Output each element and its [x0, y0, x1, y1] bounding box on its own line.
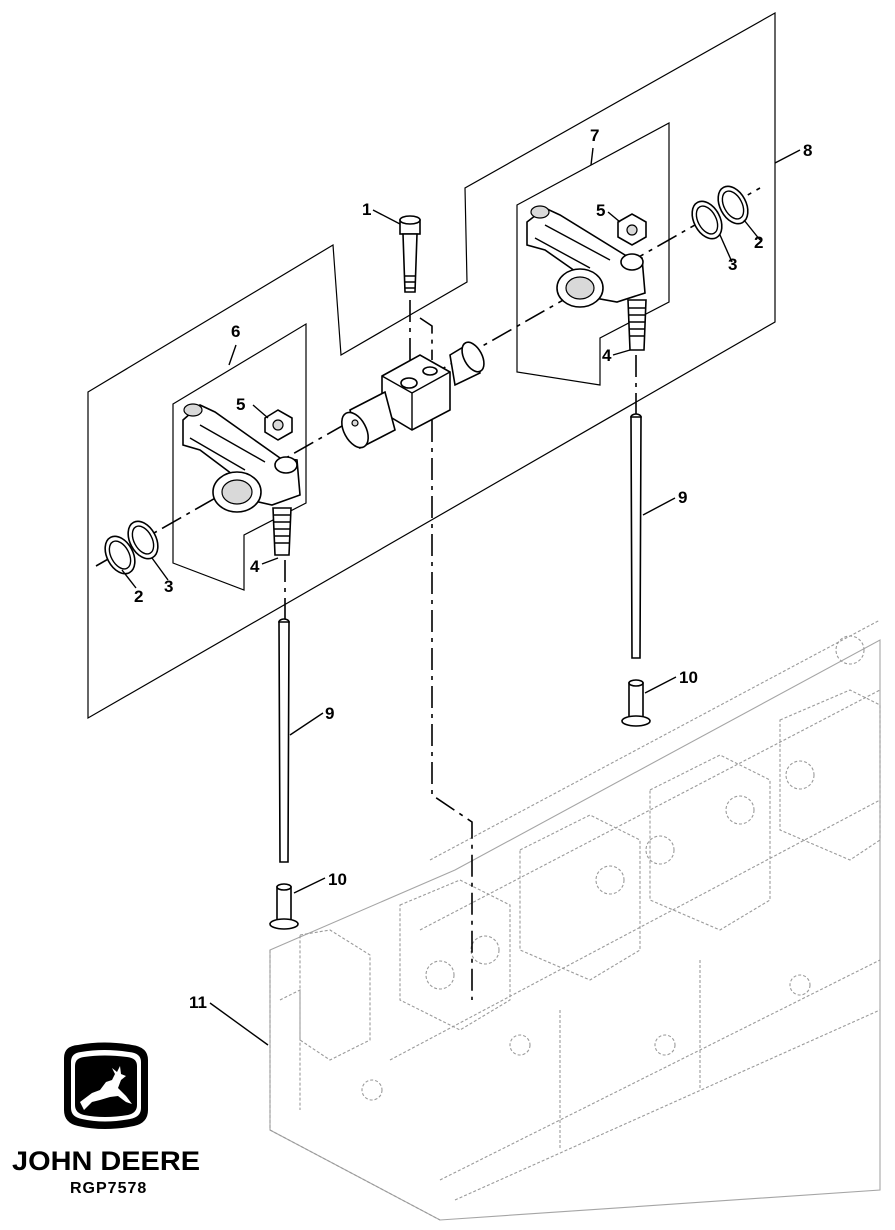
- mount-centerline: [431, 420, 473, 1000]
- callout-3-left: 3: [164, 577, 173, 596]
- callout-8: 8: [803, 141, 812, 160]
- callout-9-right: 9: [678, 488, 687, 507]
- callout-6: 6: [231, 322, 240, 341]
- adjusting-screw-right: [627, 299, 647, 351]
- pin-centerline: [419, 317, 433, 360]
- callout-9-left: 9: [325, 704, 334, 723]
- rocker-arm-frame-6: [172, 322, 307, 591]
- leader-lines: [121, 147, 801, 1046]
- figure-id: RGP7578: [70, 1180, 147, 1197]
- callout-labels: 1 2 2 3 3 4 4 5 5 6 7 8 9 9 10 10 11: [134, 126, 812, 1012]
- rocker-shaft-left: [341, 390, 396, 450]
- callout-7: 7: [590, 126, 599, 145]
- callout-10-left: 10: [328, 870, 347, 889]
- washers-left: [104, 520, 159, 575]
- adjusting-screw-left: [272, 507, 292, 556]
- callout-5-right: 5: [596, 201, 605, 220]
- bolt: [399, 215, 421, 293]
- callout-1: 1: [362, 200, 371, 219]
- adjusting-nut-left: [264, 409, 293, 441]
- callout-2-left: 2: [134, 587, 143, 606]
- rocker-arm-right: [526, 205, 646, 308]
- callout-2-right: 2: [754, 233, 763, 252]
- cam-follower-right: [621, 679, 651, 727]
- push-rod-right: [630, 413, 642, 659]
- adjusting-nut-right: [617, 213, 647, 246]
- deer-logo-icon: [64, 1042, 148, 1129]
- callout-4-right: 4: [602, 346, 612, 365]
- cylinder-head: [269, 619, 881, 1221]
- rocker-shaft-right: [449, 341, 485, 387]
- rocker-shaft-support: [381, 354, 451, 431]
- rocker-arm-left: [182, 403, 301, 513]
- washers-right: [691, 185, 749, 240]
- callout-3-right: 3: [728, 255, 737, 274]
- callout-5-left: 5: [236, 395, 245, 414]
- rocker-arm-frame-7: [516, 121, 670, 386]
- callout-11: 11: [189, 993, 207, 1012]
- callout-4-left: 4: [250, 557, 260, 576]
- assembly-frame-8: [87, 11, 776, 720]
- callout-10-right: 10: [679, 668, 698, 687]
- cam-follower-left: [269, 883, 299, 930]
- brand-name: JOHN DEERE: [12, 1146, 200, 1176]
- push-rod-left: [278, 618, 290, 863]
